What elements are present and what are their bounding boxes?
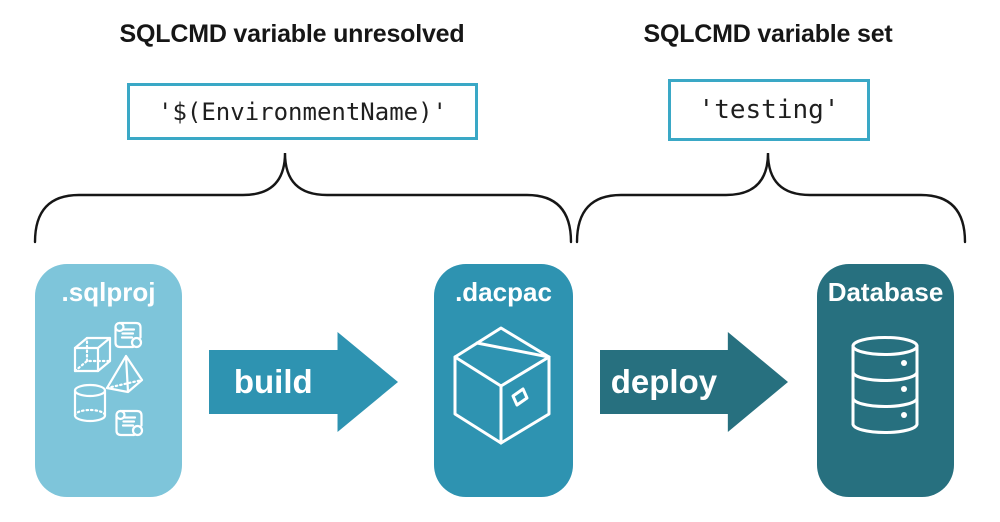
- node-database: Database: [817, 264, 954, 497]
- node-dacpac: .dacpac: [434, 264, 573, 497]
- left-brace: [33, 152, 573, 244]
- left-code-box: '$(EnvironmentName)': [127, 83, 478, 140]
- deploy-arrow: deploy: [600, 332, 788, 432]
- left-code-text: '$(EnvironmentName)': [158, 97, 447, 126]
- database-icon: [851, 336, 919, 434]
- build-arrow-label: build: [233, 363, 313, 400]
- right-code-box: 'testing': [668, 79, 870, 141]
- right-annotation-title: SQLCMD variable set: [643, 20, 893, 48]
- left-annotation-title: SQLCMD variable unresolved: [119, 20, 465, 48]
- sql-objects-icon: [73, 321, 144, 437]
- node-sqlproj-label: .sqlproj: [61, 277, 156, 307]
- right-code-text: 'testing': [698, 95, 840, 125]
- script-scroll-icon: [114, 321, 143, 349]
- node-sqlproj: .sqlproj: [35, 264, 182, 497]
- script-scroll-icon: [115, 409, 144, 437]
- build-arrow: build: [209, 332, 398, 432]
- deploy-arrow-label: deploy: [610, 363, 718, 400]
- node-database-label: Database: [827, 277, 944, 307]
- package-icon: [453, 326, 551, 445]
- right-brace: [575, 152, 967, 244]
- node-dacpac-label: .dacpac: [455, 277, 552, 307]
